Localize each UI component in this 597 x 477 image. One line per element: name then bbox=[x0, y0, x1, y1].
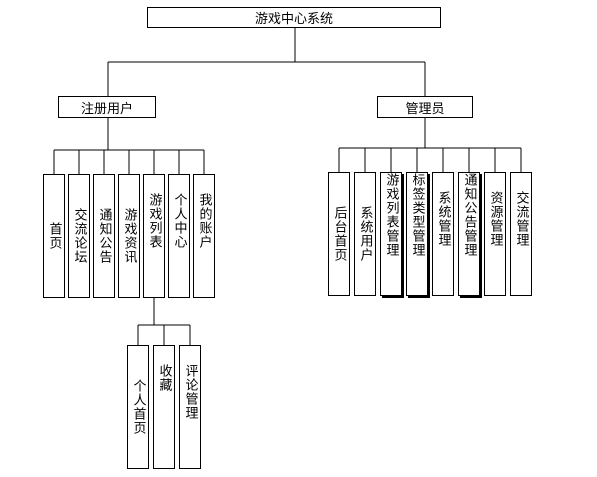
node-label: 评论管理 bbox=[182, 364, 198, 420]
node-label: 我的账户 bbox=[196, 193, 212, 249]
node-label: 游戏资讯 bbox=[121, 208, 137, 264]
node-admin-exchange-management: 交流管理 bbox=[510, 172, 532, 296]
node-comment-management: 评论管理 bbox=[179, 345, 201, 469]
node-label: 系统管理 bbox=[435, 191, 451, 247]
node-personal-home: 个人首页 bbox=[127, 345, 149, 469]
node-label: 后台首页 bbox=[331, 206, 347, 262]
node-admin-game-list-management: 游戏列表管理 bbox=[380, 172, 402, 296]
node-label: 交流管理 bbox=[513, 191, 529, 247]
node-admin-resource-management: 资源管理 bbox=[484, 172, 506, 296]
node-label: 首页 bbox=[46, 222, 62, 250]
node-user-forum: 交流论坛 bbox=[68, 174, 90, 298]
node-user-game-news: 游戏资讯 bbox=[118, 174, 140, 298]
node-admin-system-management: 系统管理 bbox=[432, 172, 454, 296]
root-label: 游戏中心系统 bbox=[254, 12, 333, 27]
node-label: 个人中心 bbox=[171, 193, 187, 249]
registered-user-label: 注册用户 bbox=[80, 101, 133, 117]
admin-label: 管理员 bbox=[405, 101, 445, 117]
node-user-game-list: 游戏列表 bbox=[143, 174, 165, 298]
node-label: 个人首页 bbox=[130, 379, 146, 435]
node-user-home: 首页 bbox=[43, 174, 65, 298]
node-label: 收藏 bbox=[156, 364, 172, 392]
node-user-center: 个人中心 bbox=[168, 174, 190, 298]
node-user-notice: 通知公告 bbox=[93, 174, 115, 298]
node-admin-notice-management: 通知公告管理 bbox=[458, 172, 480, 296]
node-label: 资源管理 bbox=[487, 191, 503, 247]
node-label: 通知公告 bbox=[96, 208, 112, 264]
root-node: 游戏中心系统 bbox=[147, 7, 441, 28]
node-label: 游戏列表 bbox=[146, 193, 162, 249]
node-label: 交流论坛 bbox=[71, 208, 87, 264]
node-registered-user: 注册用户 bbox=[58, 96, 156, 118]
node-favorites: 收藏 bbox=[153, 345, 175, 469]
node-label: 标签类型管理 bbox=[409, 173, 425, 257]
node-admin-system-users: 系统用户 bbox=[354, 172, 376, 296]
node-label: 通知公告管理 bbox=[461, 173, 477, 257]
node-user-account: 我的账户 bbox=[193, 174, 215, 298]
node-admin: 管理员 bbox=[377, 96, 473, 118]
node-label: 游戏列表管理 bbox=[383, 173, 399, 257]
node-admin-tag-type-management: 标签类型管理 bbox=[406, 172, 428, 296]
node-label: 系统用户 bbox=[357, 206, 373, 262]
node-admin-dashboard: 后台首页 bbox=[328, 172, 350, 296]
